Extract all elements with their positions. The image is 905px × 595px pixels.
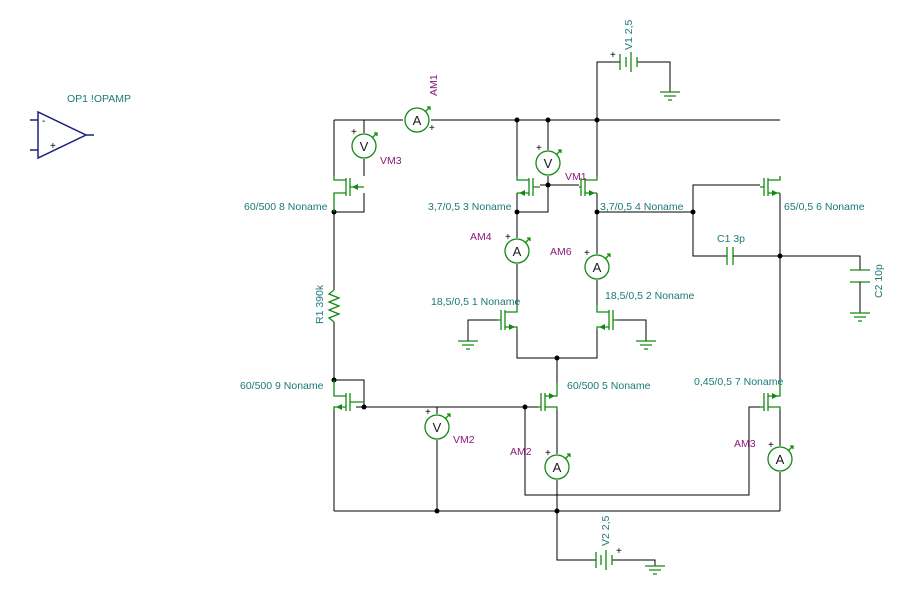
- vm3-plus-sign: +: [351, 127, 357, 138]
- ammeter-am3[interactable]: A +: [767, 440, 794, 472]
- junction-dots: [331, 117, 783, 514]
- ammeter-am1[interactable]: A +: [404, 106, 435, 134]
- m1-label: 18,5/0,5 1 Noname: [431, 296, 520, 308]
- voltmeter-vm3[interactable]: V +: [351, 127, 378, 159]
- voltmeter-glyph: V: [544, 156, 553, 171]
- transistor-m2[interactable]: [596, 305, 617, 330]
- transistor-m9[interactable]: [333, 380, 364, 411]
- voltmeter-glyph: V: [360, 139, 369, 154]
- vm2-plus-sign: +: [425, 407, 431, 418]
- ammeter-glyph: A: [513, 244, 522, 259]
- transistor-m3[interactable]: [516, 176, 540, 196]
- m6-label: 65/0,5 6 Noname: [784, 201, 865, 213]
- opamp-symbol[interactable]: - +: [30, 110, 94, 160]
- vm3-label: VM3: [380, 155, 402, 167]
- opamp-label: OP1 !OPAMP: [67, 93, 131, 105]
- vm2-label: VM2: [453, 434, 475, 446]
- opamp-plus-sign: +: [50, 141, 56, 152]
- ammeter-glyph: A: [776, 452, 785, 467]
- ammeter-am4[interactable]: A +: [504, 232, 531, 264]
- c2-label: C2 10p: [873, 264, 885, 298]
- m7-label: 0,45/0,5 7 Noname: [694, 376, 783, 388]
- ground-icon: [458, 340, 478, 350]
- r1-label: R1 390k: [314, 284, 326, 324]
- ammeter-am6[interactable]: A +: [584, 248, 611, 280]
- transistor-m4[interactable]: [579, 176, 598, 196]
- battery-v2[interactable]: +: [595, 546, 622, 570]
- ammeter-glyph: A: [593, 260, 602, 275]
- am3-label: AM3: [734, 438, 756, 450]
- m9-label: 60/500 9 Noname: [240, 380, 324, 392]
- opamp-minus-sign: -: [42, 116, 45, 127]
- transistor-m8[interactable]: [333, 176, 364, 212]
- resistor-r1[interactable]: [327, 289, 341, 323]
- wires: [333, 61, 861, 566]
- vm1-plus-sign: +: [536, 143, 542, 154]
- voltmeter-vm1[interactable]: V +: [535, 143, 562, 176]
- ammeter-am2[interactable]: A +: [544, 448, 571, 480]
- voltmeter-vm2[interactable]: V +: [424, 407, 451, 440]
- v2-label: V2 2,5: [600, 515, 612, 546]
- ammeter-glyph: A: [553, 460, 562, 475]
- capacitor-c2[interactable]: [850, 269, 870, 290]
- m3-label: 3,7/0,5 3 Noname: [428, 201, 512, 213]
- am4-plus-sign: +: [505, 232, 511, 243]
- am6-label: AM6: [550, 246, 572, 258]
- vm1-label: VM1: [565, 171, 587, 183]
- ground-icon: [636, 340, 656, 350]
- v1-plus-sign: +: [610, 50, 616, 61]
- transistor-m7[interactable]: [760, 380, 781, 411]
- am4-label: AM4: [470, 231, 492, 243]
- ammeter-glyph: A: [413, 113, 422, 128]
- am2-label: AM2: [510, 446, 532, 458]
- am6-plus-sign: +: [584, 248, 590, 259]
- am3-plus-sign: +: [768, 440, 774, 451]
- m8-label: 60/500 8 Noname: [244, 201, 328, 213]
- m5-label: 60/500 5 Noname: [567, 380, 651, 392]
- battery-v1[interactable]: +: [610, 50, 638, 72]
- m4-label: 3,7/0,5 4 Noname: [600, 201, 684, 213]
- am2-plus-sign: +: [545, 448, 551, 459]
- c1-label: C1 3p: [717, 233, 745, 245]
- voltmeter-glyph: V: [433, 420, 442, 435]
- am1-label: AM1: [428, 74, 440, 96]
- capacitor-c1[interactable]: [726, 247, 739, 265]
- am1-plus-sign: +: [429, 123, 435, 134]
- v2-plus-sign: +: [616, 546, 622, 557]
- v1-label: V1 2,5: [623, 19, 635, 50]
- ground-icon: [660, 91, 680, 101]
- ground-icon: [850, 312, 870, 322]
- m2-label: 18,5/0,5 2 Noname: [605, 290, 694, 302]
- transistor-m6[interactable]: [760, 176, 781, 196]
- ground-icon: [645, 565, 665, 575]
- transistor-m1[interactable]: [497, 305, 518, 330]
- transistor-m5[interactable]: [538, 383, 558, 411]
